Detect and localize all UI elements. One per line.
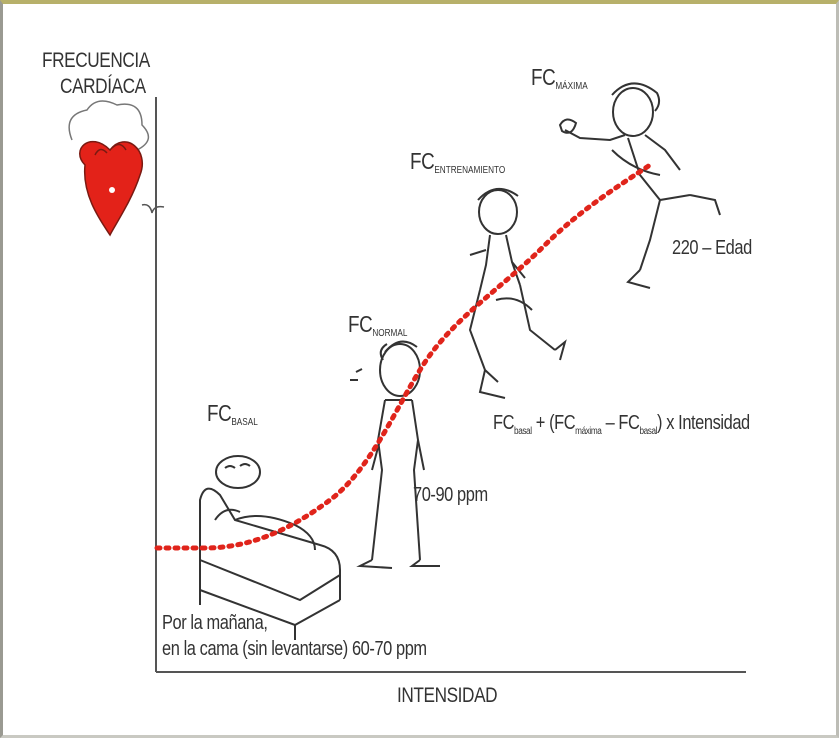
- formula-sub1: basal: [514, 426, 532, 437]
- fc-basal-text: FC: [207, 400, 231, 426]
- y-axis-title-line1: FRECUENCIA: [42, 48, 150, 74]
- y-axis-title-line2: CARDÍACA: [42, 74, 150, 100]
- normal-ppm-note: 70-90 ppm: [413, 484, 488, 507]
- fc-maxima-text: FC: [531, 64, 555, 90]
- fc-maxima-subscript: MÁXIMA: [555, 81, 587, 92]
- basal-note-line1: Por la mañana,: [162, 610, 427, 636]
- formula-fc2: FC: [554, 412, 575, 434]
- formula-fc1: FC: [493, 412, 514, 434]
- fc-normal-subscript: NORMAL: [372, 328, 407, 339]
- fc-basal-label: FCBASAL: [207, 400, 258, 428]
- fc-normal-label: FCNORMAL: [348, 311, 407, 339]
- basal-note-line2: en la cama (sin levantarse) 60-70 ppm: [162, 636, 427, 662]
- formula-fc3: FC: [618, 412, 639, 434]
- basal-note: Por la mañana, en la cama (sin levantars…: [162, 610, 427, 662]
- formula-sub3: basal: [639, 426, 657, 437]
- fc-entrenamiento-label: FCENTRENAMIENTO: [410, 148, 505, 176]
- fc-basal-subscript: BASAL: [231, 417, 257, 428]
- formula-minus: –: [601, 412, 618, 434]
- formula-tail: ) x Intensidad: [657, 412, 750, 434]
- formula-plus: + (: [532, 412, 555, 434]
- training-formula: FCbasal + (FCmáxima – FCbasal) x Intensi…: [493, 412, 750, 437]
- standing-person-illustration: [350, 342, 440, 568]
- y-axis-title: FRECUENCIA CARDÍACA: [42, 48, 150, 100]
- fc-entrenamiento-subscript: ENTRENAMIENTO: [434, 165, 505, 176]
- fc-entrenamiento-text: FC: [410, 148, 434, 174]
- fc-normal-text: FC: [348, 311, 372, 337]
- formula-sub2: máxima: [575, 426, 601, 437]
- heart-icon: [69, 101, 164, 235]
- fc-maxima-label: FCMÁXIMA: [531, 64, 588, 92]
- x-axis-title: INTENSIDAD: [397, 684, 497, 708]
- jogging-person-illustration: [470, 189, 565, 398]
- maxima-formula-note: 220 – Edad: [672, 237, 752, 260]
